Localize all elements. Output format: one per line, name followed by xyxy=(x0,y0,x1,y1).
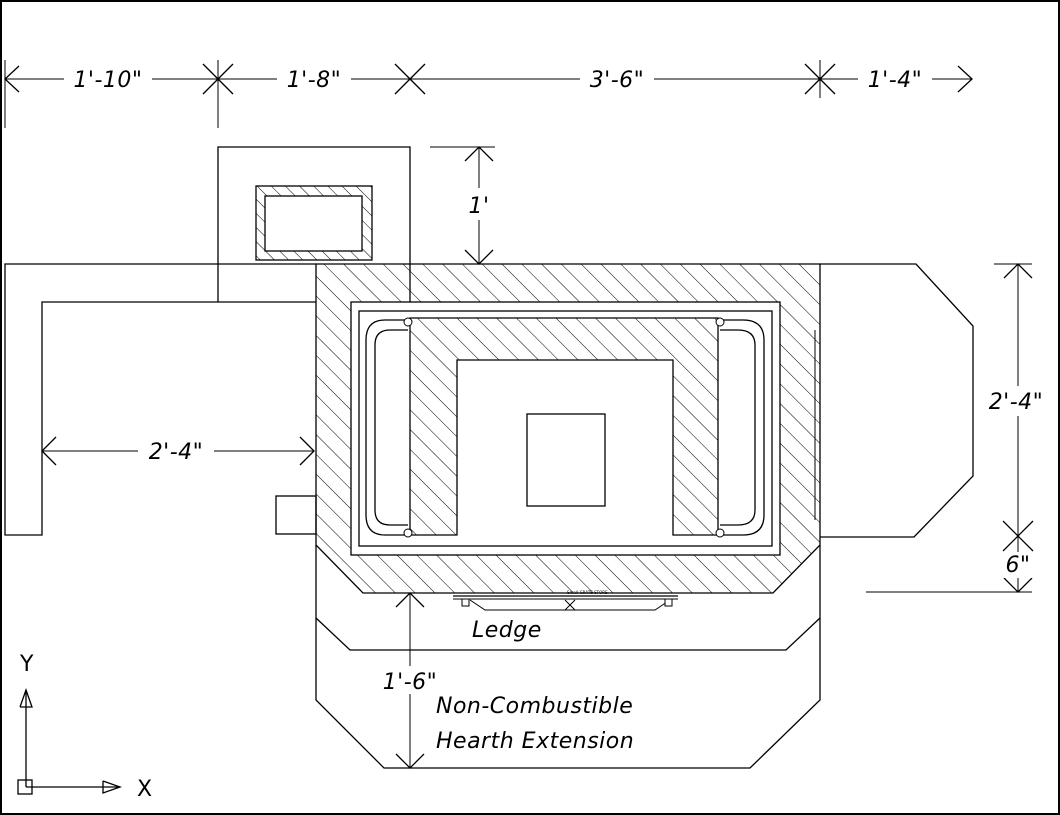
dim-chimney-gap: 1' xyxy=(468,194,489,219)
right-height-dimension: 2'-4" 6" xyxy=(866,263,1048,593)
left-wall xyxy=(4,263,316,536)
chimney-outline xyxy=(217,146,411,302)
arrowhead-right xyxy=(957,65,973,93)
hearth-extension-outline xyxy=(315,545,821,769)
side-block xyxy=(275,495,317,535)
hearth-depth-dimension: 1'-6" xyxy=(378,592,442,769)
dim-right-height: 2'-4" xyxy=(989,390,1044,415)
dim-top-4: 1'-4" xyxy=(868,68,923,93)
dim-top-1: 1'-10" xyxy=(73,68,142,93)
fireplace-masonry xyxy=(315,263,821,594)
log-rail-left-inner xyxy=(374,329,408,526)
flue-liner-inner xyxy=(264,195,363,252)
ucs-y-label: Y xyxy=(19,652,34,677)
firebrick-u xyxy=(409,317,719,536)
left-clearance-dimension: 2'-4" xyxy=(41,436,315,466)
hearth-extension xyxy=(315,545,821,769)
dim-top-3: 3'-6" xyxy=(590,68,645,93)
hearth-label-line1: Non-Combustible xyxy=(436,694,633,719)
ucs-icon: Y X xyxy=(17,652,153,802)
right-wall xyxy=(814,263,974,538)
chimney-box xyxy=(217,146,411,302)
tick-cross-3 xyxy=(804,63,836,95)
dim-left-clearance: 2'-4" xyxy=(149,440,204,465)
left-wall-outline xyxy=(4,263,316,536)
ucs-x-label: X xyxy=(137,777,153,802)
grate xyxy=(526,413,606,507)
chimney-gap-dimension: 1' xyxy=(430,146,495,265)
dim-right-small: 6" xyxy=(1005,553,1030,578)
arrowhead-left xyxy=(4,65,20,93)
dim-hearth-depth: 1'-6" xyxy=(383,670,438,695)
ledge-line xyxy=(315,617,821,651)
ucs-x-arrow xyxy=(102,780,122,794)
log-rail-left-outer xyxy=(365,319,408,536)
log-rail-right-outer xyxy=(720,319,765,536)
top-dimension-chain: 1'-10" 1'-8" 3'-6" 1'-4" xyxy=(4,60,973,128)
log-rail-right-inner xyxy=(720,329,756,526)
ledge-plate: Small-GRATE STORE xyxy=(453,590,678,611)
hearth-label-line2: Hearth Extension xyxy=(436,729,634,754)
right-wall-outline xyxy=(820,263,974,538)
dim-top-2: 1'-8" xyxy=(287,68,342,93)
ucs-y-arrow xyxy=(19,688,33,708)
tick-cross-right xyxy=(1002,520,1034,552)
tick-cross-2 xyxy=(394,63,426,95)
tick-cross-1 xyxy=(202,63,234,95)
ucs-origin-box xyxy=(17,779,33,795)
ledge-label: Ledge xyxy=(472,618,542,643)
plate-text: Small-GRATE STORE xyxy=(567,590,608,595)
